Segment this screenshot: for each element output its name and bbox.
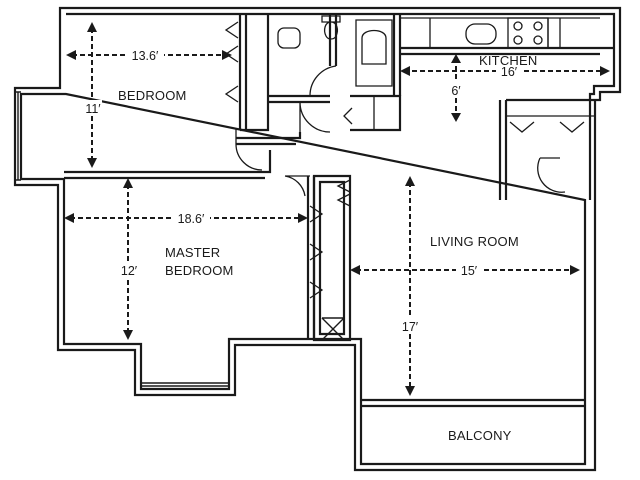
kitchen-sink-icon <box>465 23 497 45</box>
kitchen-width-label: 16′ <box>501 65 518 79</box>
toilet-icon <box>321 15 341 40</box>
bathroom-sink-icon <box>277 27 301 49</box>
bedroom-label: BEDROOM <box>118 88 187 103</box>
exterior-walls <box>13 6 622 472</box>
bath-door-icon <box>299 101 331 133</box>
living-room-label: LIVING ROOM <box>430 234 519 249</box>
hall-door-icon <box>309 65 337 97</box>
bedroom-closet-doors-icon <box>224 21 239 103</box>
stove-icon <box>507 17 549 49</box>
master-bedroom-label-line1: MASTER <box>165 245 220 260</box>
bathtub-icon <box>355 19 393 87</box>
bedroom-depth-label: 11′ <box>85 102 101 116</box>
balcony-label: BALCONY <box>448 428 512 443</box>
fixtures <box>277 15 600 133</box>
dimension-labels: 13.6′ 11′ 16′ 6′ 18.6′ 12′ 15′ 17′ <box>84 47 522 334</box>
living-depth-label: 17′ <box>402 320 419 334</box>
master-depth-label: 12′ <box>121 264 138 278</box>
bedroom-width-label: 13.6′ <box>132 49 159 63</box>
hall-closet-doors-icon <box>336 179 351 207</box>
entry-door-icon <box>537 157 566 193</box>
master-door-icon <box>284 175 310 197</box>
kitchen-label: KITCHEN <box>479 53 537 68</box>
living-width-label: 15′ <box>461 264 478 278</box>
room-labels: BEDROOM KITCHEN MASTER BEDROOM LIVING RO… <box>118 53 537 443</box>
master-width-label: 18.6′ <box>178 212 205 226</box>
interior-walls <box>64 14 614 408</box>
master-bedroom-label-line2: BEDROOM <box>165 263 234 278</box>
bedroom-door-icon <box>235 128 263 171</box>
master-closet-doors-icon <box>309 205 324 299</box>
kitchen-depth-label: 6′ <box>451 84 461 98</box>
doors <box>224 21 566 299</box>
